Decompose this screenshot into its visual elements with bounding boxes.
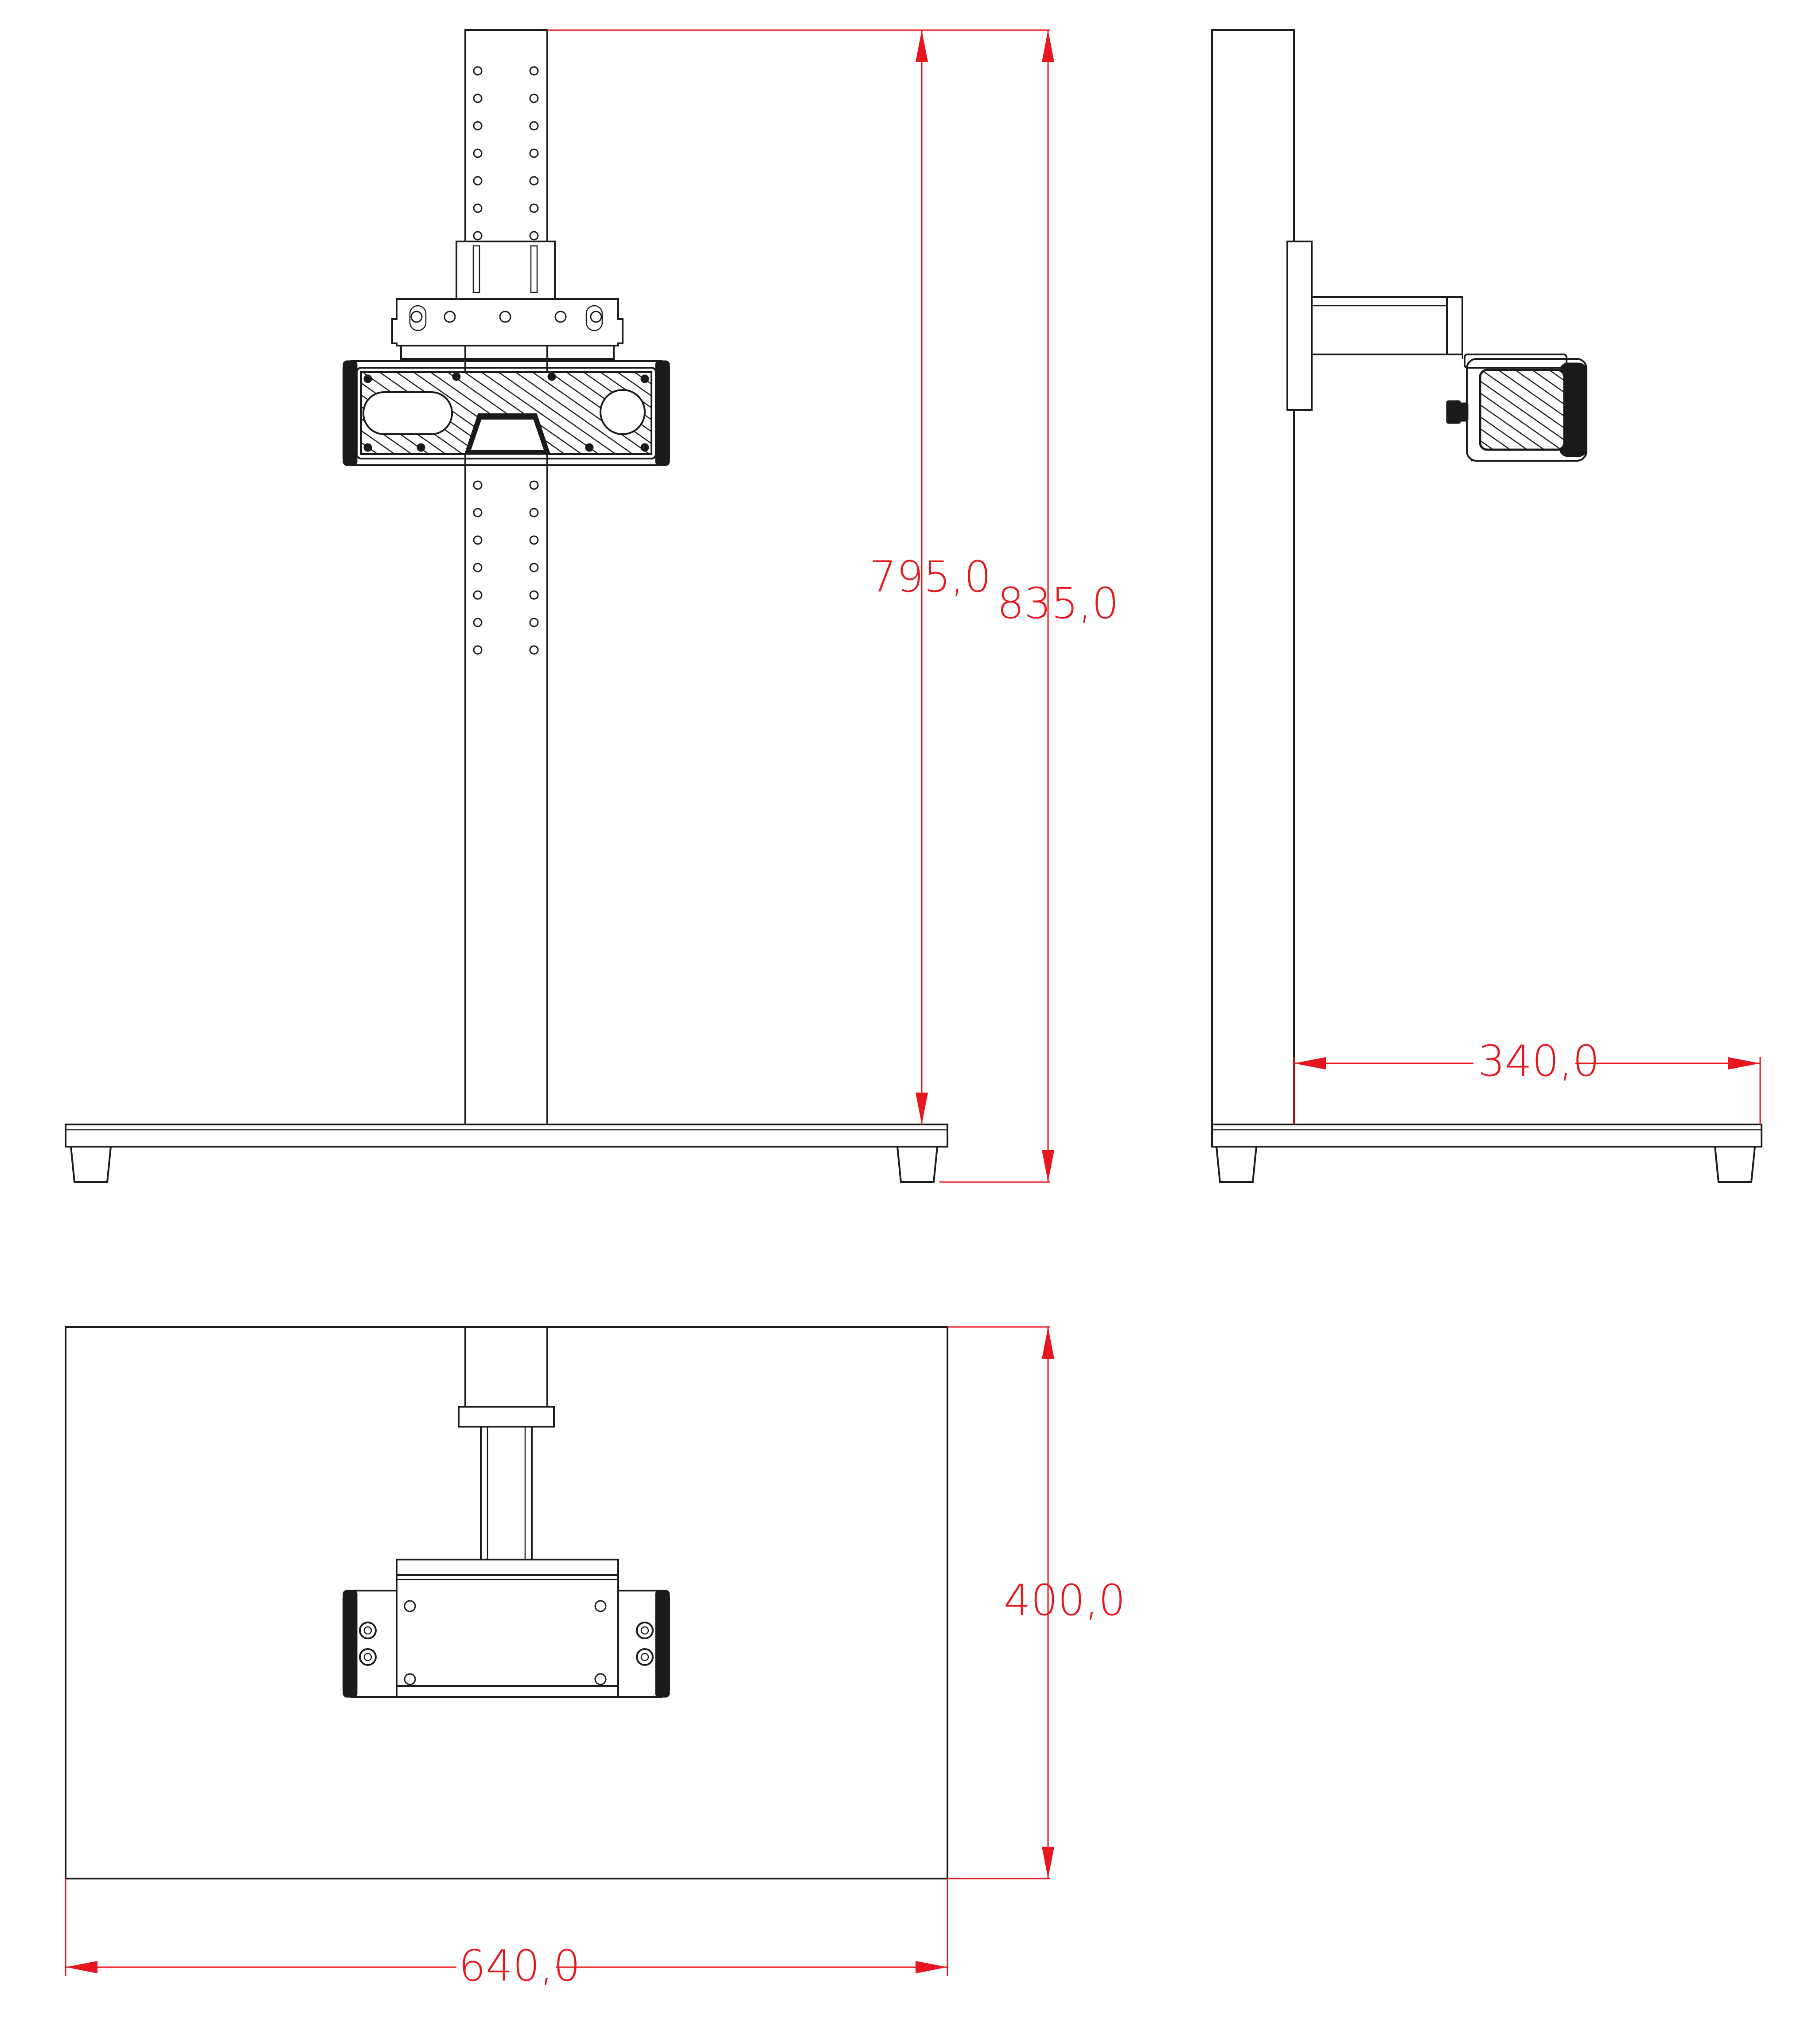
- front-camera-lens-left: [362, 391, 453, 435]
- front-dimensions: 795,0 835,0: [547, 29, 1119, 1183]
- front-column-holes-upper: [473, 66, 539, 268]
- column-hole: [529, 563, 539, 572]
- dimension-base-width: 640,0: [459, 1941, 581, 1991]
- dimension-arm-reach: 340,0: [1478, 1036, 1600, 1086]
- top-dimensions: 400,0 640,0: [65, 1326, 1126, 1991]
- top-camera: [343, 1574, 670, 1698]
- column-hole: [473, 231, 483, 241]
- column-hole: [529, 535, 539, 545]
- column-hole: [473, 508, 483, 517]
- side-clamp: [1286, 241, 1313, 411]
- dimension-inner-height: 795,0: [869, 552, 991, 602]
- top-arm: [480, 1426, 533, 1560]
- column-hole: [473, 480, 483, 490]
- top-column: [464, 1326, 548, 1408]
- column-hole: [529, 66, 539, 76]
- column-hole: [529, 590, 539, 600]
- column-hole: [529, 93, 539, 103]
- top-view: [65, 1326, 948, 1879]
- front-camera: [343, 360, 670, 466]
- column-hole: [473, 563, 483, 572]
- side-foot-left: [1215, 1146, 1258, 1183]
- front-base-plate: [65, 1124, 948, 1148]
- column-hole: [473, 645, 483, 655]
- column-hole: [529, 508, 539, 517]
- column-hole: [529, 618, 539, 627]
- column-hole: [529, 203, 539, 213]
- front-camera-lens-right: [600, 389, 646, 435]
- side-dimensions: 340,0: [1293, 1036, 1761, 1124]
- column-hole: [473, 148, 483, 158]
- column-hole: [473, 590, 483, 600]
- front-column-holes-lower: [473, 480, 539, 655]
- side-view: [1211, 29, 1762, 1183]
- column-hole: [529, 121, 539, 131]
- column-hole: [473, 93, 483, 103]
- front-view: [65, 29, 948, 1183]
- column-hole: [473, 535, 483, 545]
- front-foot-left: [70, 1146, 112, 1183]
- column-hole: [529, 176, 539, 186]
- side-foot-right: [1714, 1146, 1756, 1183]
- column-hole: [473, 66, 483, 76]
- dimension-total-height: 835,0: [997, 579, 1119, 628]
- side-column: [1211, 29, 1295, 1125]
- column-hole: [529, 480, 539, 490]
- side-base-plate: [1211, 1124, 1762, 1148]
- side-camera: [1446, 354, 1587, 462]
- column-hole: [529, 148, 539, 158]
- column-hole: [473, 203, 483, 213]
- front-foot-right: [896, 1146, 939, 1183]
- front-clamp-block: [456, 241, 556, 300]
- top-bracket-plate: [396, 1559, 619, 1576]
- column-hole: [473, 618, 483, 627]
- dimension-base-depth: 400,0: [1004, 1576, 1126, 1625]
- column-hole: [473, 121, 483, 131]
- column-hole: [529, 231, 539, 241]
- column-hole: [473, 176, 483, 186]
- column-hole: [529, 645, 539, 655]
- front-column: [464, 29, 548, 1125]
